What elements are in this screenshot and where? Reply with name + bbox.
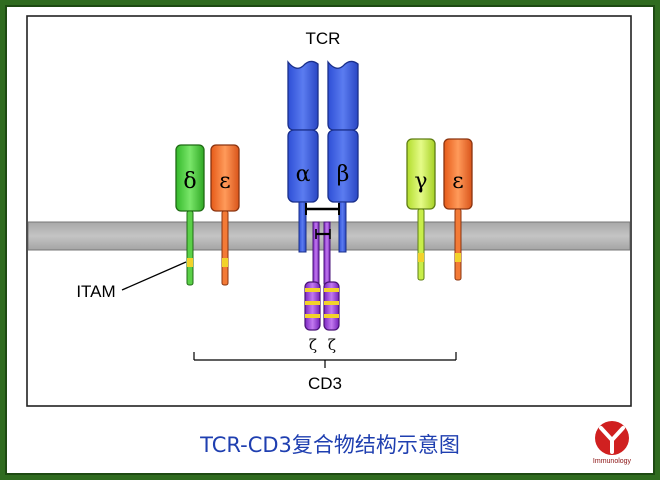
tcr-beta-variable-domain <box>327 60 359 131</box>
cd3-delta-tail <box>186 210 194 286</box>
cd3-epsilon-left-tail <box>221 210 229 286</box>
tcr-alpha-chain <box>287 60 319 253</box>
itam-segment <box>187 258 193 267</box>
tcr-label: TCR <box>306 29 341 48</box>
cd3-label: CD3 <box>308 374 342 393</box>
epsilon-left-label: ε <box>219 169 230 194</box>
tcr-beta-transmembrane <box>338 201 347 253</box>
gamma-label: γ <box>414 169 427 194</box>
beta-label: β <box>337 162 350 187</box>
itam-segment <box>305 288 320 292</box>
itam-segment <box>305 314 320 318</box>
figure-caption: TCR-CD3复合物结构示意图 <box>199 433 460 457</box>
tcr-beta-chain <box>327 60 359 253</box>
zeta-disulfide-bond <box>315 229 331 239</box>
itam-segment <box>418 253 424 262</box>
itam-segment <box>324 288 339 292</box>
cd3-gamma-chain <box>406 138 436 281</box>
cd3-gamma-tail <box>417 208 425 281</box>
itam-segment <box>324 301 339 305</box>
alpha-label: α <box>296 162 311 187</box>
itam-pointer-line <box>121 261 187 291</box>
cd3-epsilon-chain-right <box>443 138 473 281</box>
antibody-icon <box>599 426 625 454</box>
cd3-delta-chain <box>175 144 205 286</box>
disulfide-bond <box>305 203 340 215</box>
cd3-epsilon-right-tail <box>454 208 462 281</box>
zeta-chain-right <box>323 221 340 331</box>
zeta-left-label: ζ <box>309 336 317 354</box>
itam-segment <box>455 253 461 262</box>
zeta-chain-left <box>304 221 321 331</box>
itam-label: ITAM <box>76 282 115 301</box>
cd3-epsilon-chain-left <box>210 144 240 286</box>
itam-segment <box>222 258 228 267</box>
tcr-alpha-transmembrane <box>298 201 307 253</box>
itam-segment <box>324 314 339 318</box>
epsilon-right-label: ε <box>452 169 463 194</box>
tcr-alpha-variable-domain <box>287 60 319 131</box>
zeta-right-label: ζ <box>328 336 336 354</box>
delta-label: δ <box>183 169 196 194</box>
logo-text: Immunology <box>593 458 632 465</box>
immunology-logo: Immunology <box>593 421 632 465</box>
itam-segment <box>305 301 320 305</box>
cd3-bracket <box>193 352 457 368</box>
